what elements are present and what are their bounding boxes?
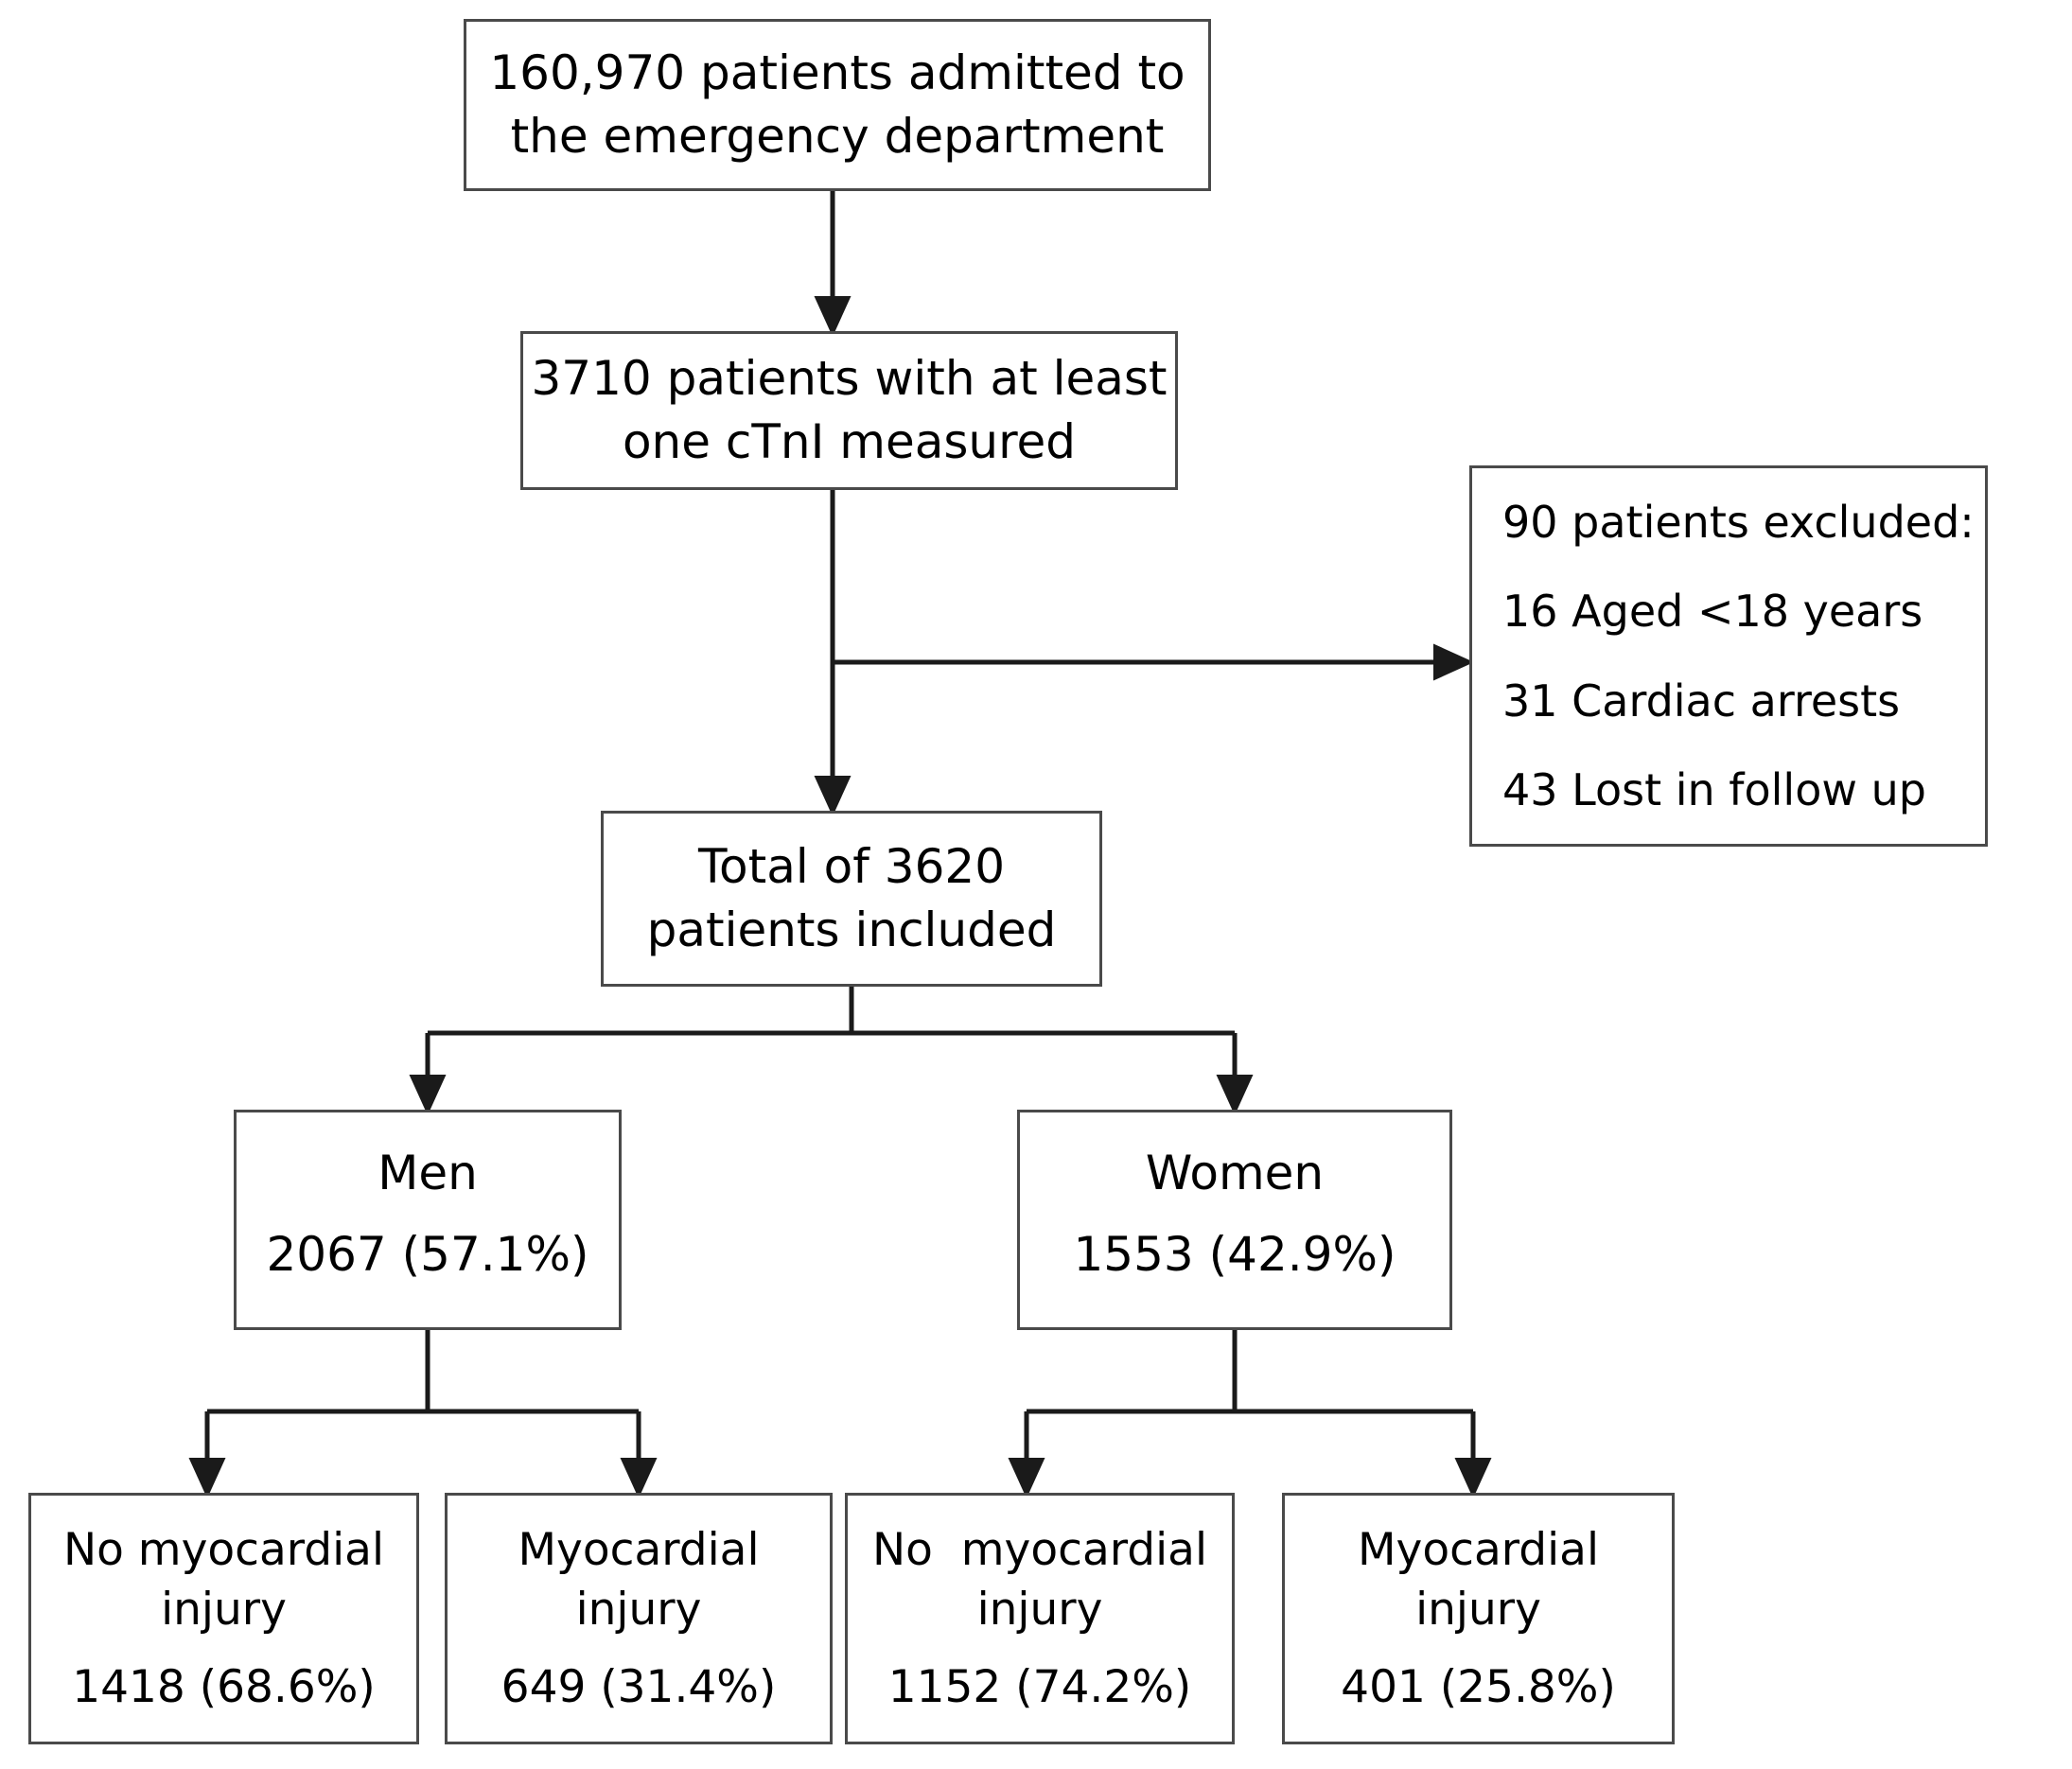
node-excluded-line3: 31 Cardiac arrests: [1502, 674, 1901, 727]
node-women-no-myocardial-injury: No myocardial injury 1152 (74.2%): [845, 1493, 1235, 1744]
node-men-no-myocardial-injury: No myocardial injury 1418 (68.6%): [28, 1493, 419, 1744]
node-women-myocardial-injury: Myocardial injury 401 (25.8%): [1282, 1493, 1675, 1744]
node-excluded-line4: 43 Lost in follow up: [1502, 763, 1926, 815]
node-women-label: Women: [1145, 1146, 1325, 1200]
node-women-noinj-title: No myocardial injury: [872, 1520, 1207, 1640]
node-admitted-line2: the emergency department: [510, 109, 1165, 164]
node-women-inj-line1: Myocardial: [1357, 1524, 1599, 1576]
node-men-inj-title: Myocardial injury: [518, 1520, 759, 1640]
node-men-inj-line2: injury: [575, 1584, 702, 1637]
node-excluded-line1: 90 patients excluded:: [1502, 497, 1975, 548]
node-men-inj-value: 649 (31.4%): [500, 1660, 777, 1713]
node-excluded-line2: 16 Aged <18 years: [1502, 586, 1923, 638]
node-women-inj-title: Myocardial injury: [1358, 1520, 1599, 1640]
node-men-myocardial-injury: Myocardial injury 649 (31.4%): [445, 1493, 833, 1744]
node-women: Women 1553 (42.9%): [1017, 1110, 1452, 1330]
node-men-inj-line1: Myocardial: [518, 1524, 760, 1576]
node-women-noinj-line2: injury: [976, 1584, 1103, 1637]
node-men-value: 2067 (57.1%): [266, 1226, 589, 1282]
node-admitted-line1: 160,970 patients admitted to: [489, 44, 1185, 100]
node-men: Men 2067 (57.1%): [234, 1110, 622, 1330]
node-ctni-line1: 3710 patients with at least: [531, 350, 1168, 406]
connector-total-split: [409, 987, 1254, 1116]
node-women-inj-line2: injury: [1415, 1584, 1541, 1637]
node-excluded: 90 patients excluded: 16 Aged <18 years …: [1469, 465, 1988, 847]
node-men-noinj-line2: injury: [161, 1584, 287, 1637]
node-men-noinj-value: 1418 (68.6%): [72, 1660, 376, 1713]
node-admitted: 160,970 patients admitted to the emergen…: [464, 19, 1211, 191]
node-women-noinj-value: 1152 (74.2%): [887, 1660, 1192, 1713]
node-women-inj-value: 401 (25.8%): [1341, 1660, 1616, 1713]
node-men-noinj-title: No myocardial injury: [63, 1520, 384, 1640]
node-women-value: 1553 (42.9%): [1073, 1226, 1396, 1282]
connector-women-split: [1008, 1330, 1492, 1499]
connector-men-split: [188, 1330, 658, 1499]
node-total-line2: patients included: [646, 902, 1057, 957]
node-women-noinj-line1: No myocardial: [871, 1524, 1208, 1576]
node-ctni-line2: one cTnI measured: [622, 414, 1077, 469]
node-total-line1: Total of 3620: [698, 838, 1005, 894]
node-ctni-measured: 3710 patients with at least one cTnI mea…: [520, 331, 1178, 490]
node-total-included: Total of 3620 patients included: [601, 811, 1102, 987]
node-men-label: Men: [378, 1146, 478, 1200]
node-men-noinj-line1: No myocardial: [62, 1524, 385, 1576]
